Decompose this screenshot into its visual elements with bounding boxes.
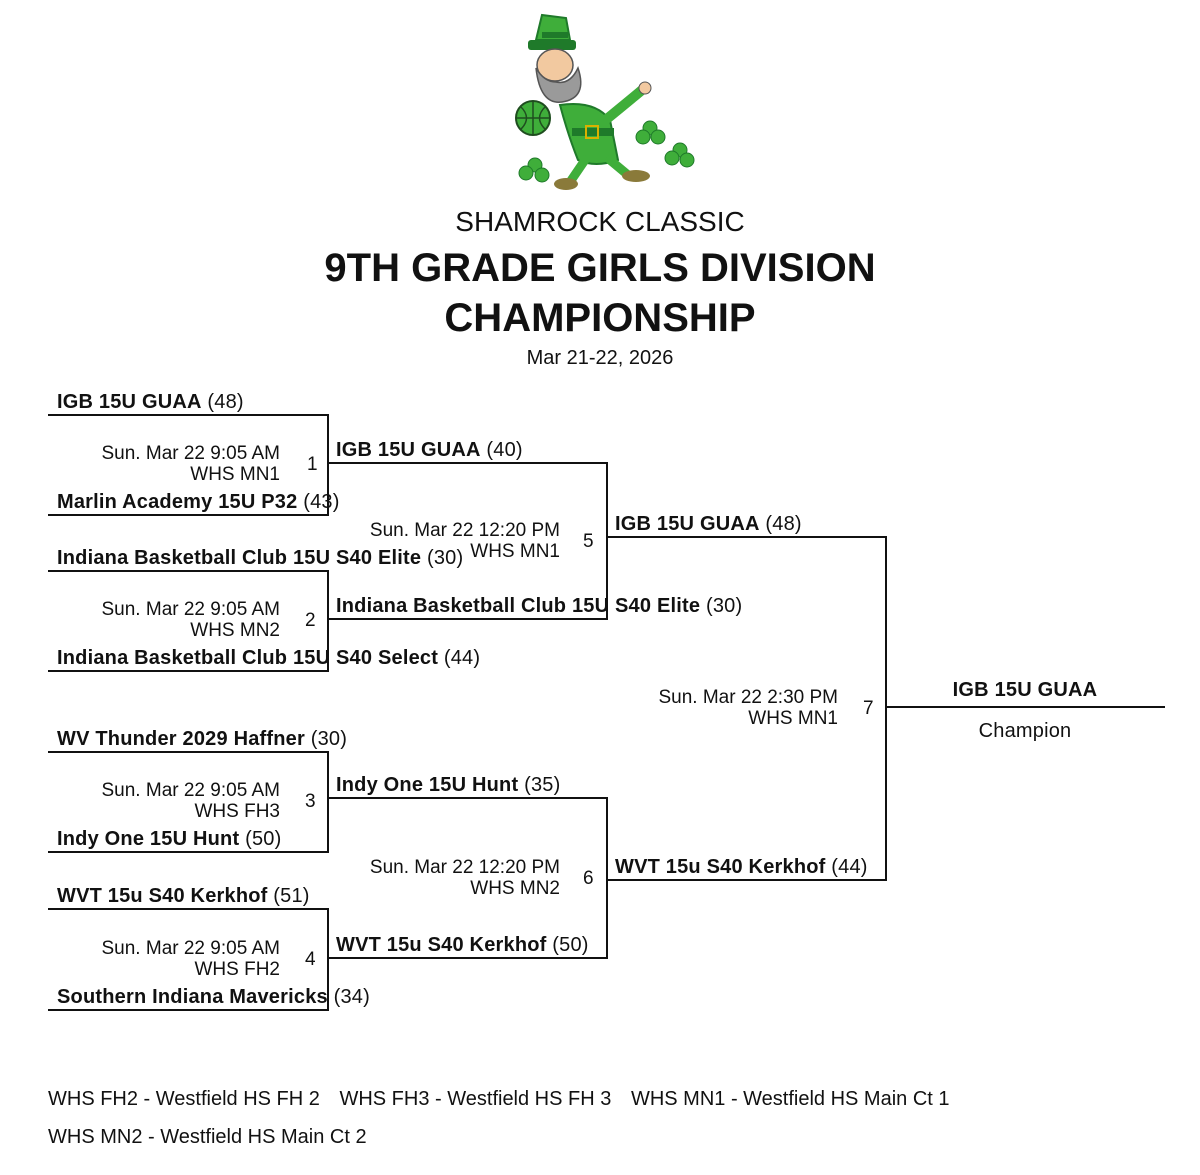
champion-team: IGB 15U GUAA — [952, 679, 1098, 701]
team-slot: Indy One 15U Hunt (50) — [57, 828, 282, 850]
team-slot: WVT 15u S40 Kerkhof (51) — [57, 885, 310, 907]
game-number: 1 — [307, 454, 318, 475]
team-slot: WVT 15u S40 Kerkhof (44) — [615, 856, 868, 878]
game-number: 5 — [583, 531, 594, 552]
game-number: 2 — [305, 610, 316, 631]
team-slot: Marlin Academy 15U P32 (43) — [57, 491, 340, 513]
team-slot: Indiana Basketball Club 15U S40 Elite (3… — [57, 547, 464, 569]
game-number: 6 — [583, 868, 594, 889]
event-title: SHAMROCK CLASSIC — [455, 206, 745, 237]
team-slot: WV Thunder 2029 Haffner (30) — [57, 728, 348, 750]
team-slot: Indiana Basketball Club 15U S40 Select (… — [57, 647, 481, 669]
team-slot: IGB 15U GUAA (40) — [336, 439, 523, 461]
team-slot: IGB 15U GUAA (48) — [57, 391, 244, 413]
team-slot: IGB 15U GUAA (48) — [615, 513, 802, 535]
shamrock-icon — [518, 157, 550, 183]
shamrock-icon — [635, 120, 666, 145]
team-slot: WVT 15u S40 Kerkhof (50) — [336, 934, 589, 956]
court-legend: WHS MN2 - Westfield HS Main Ct 2 — [48, 1126, 367, 1148]
team-slot: Indy One 15U Hunt (35) — [336, 774, 561, 796]
team-slot: Southern Indiana Mavericks (34) — [57, 986, 370, 1008]
game-number: 3 — [305, 791, 316, 812]
event-dates: Mar 21-22, 2026 — [526, 347, 674, 369]
game-number: 7 — [863, 698, 874, 719]
champion-label: Champion — [978, 720, 1072, 742]
court-legend: WHS FH2 - Westfield HS FH 2 WHS FH3 - We… — [48, 1088, 950, 1110]
team-slot: Indiana Basketball Club 15U S40 Elite (3… — [336, 595, 743, 617]
shamrock-icon — [664, 142, 695, 168]
game-number: 4 — [305, 949, 316, 970]
leprechaun-mascot-logo — [515, 13, 695, 190]
bracket-title: CHAMPIONSHIP — [444, 296, 756, 340]
division-title: 9TH GRADE GIRLS DIVISION — [324, 246, 876, 290]
